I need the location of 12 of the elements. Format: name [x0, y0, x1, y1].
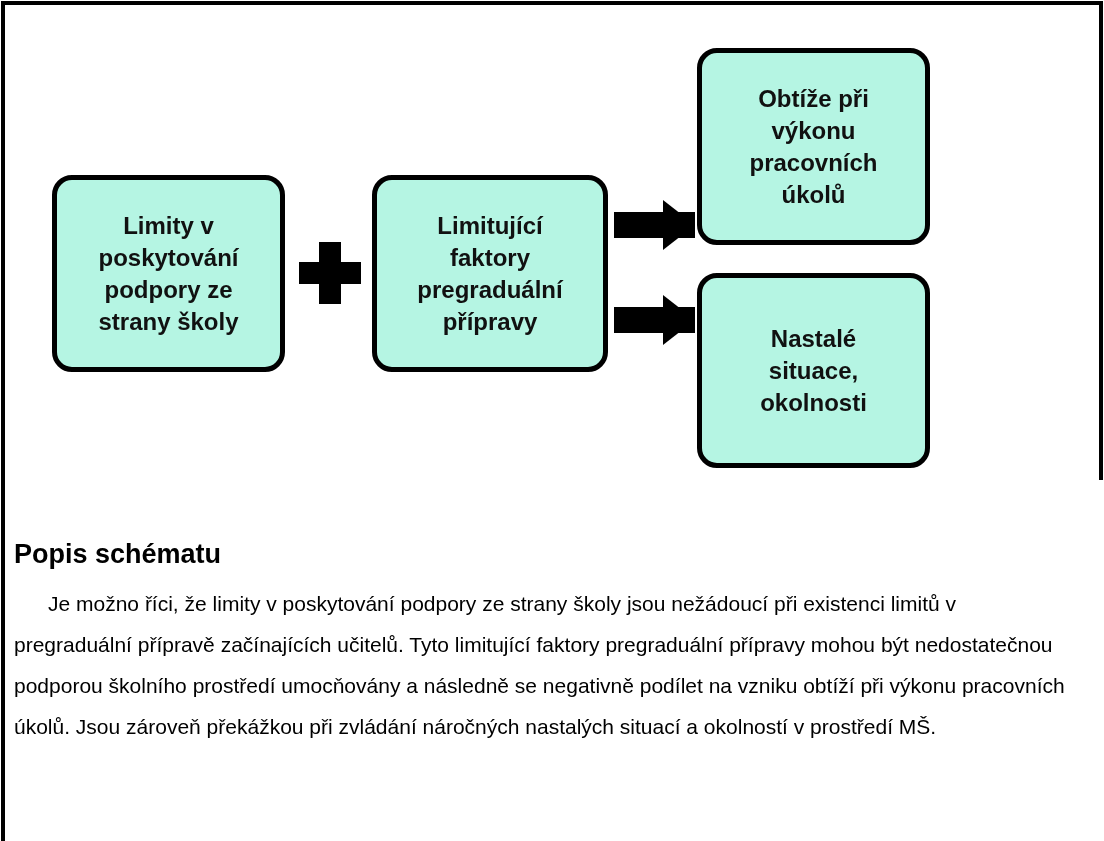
box-text: Limitující faktory pregraduální přípravy — [416, 210, 565, 337]
block-arrow — [614, 200, 695, 250]
process-box — [697, 273, 930, 468]
box-text: Obtíže při výkonu pracovních úkolů — [748, 83, 879, 210]
process-box — [697, 48, 930, 245]
process-box — [372, 175, 608, 372]
section-heading: Popis schématu — [14, 538, 223, 571]
block-arrow — [614, 295, 695, 345]
description-paragraph: Je možno říci, že limity v poskytování podpory ze strany školy jsou nežádoucí při existenci limitů v pregraduální přípravě začínajících učitelů. Tyto limitující faktory pregraduální přípravy mohou být nedostatečnou podporou školního prostředí umocňovány a následně se negativně podílet na vzniku obtíží při výkonu pracovních úkolů. Jsou zároveň překážkou při zvládání náročných nastalých situací a okolností v prostředí MŠ. — [14, 591, 1066, 740]
process-box — [52, 175, 285, 372]
box-text: Nastalé situace, okolnosti — [759, 323, 868, 418]
box-text: Limity v poskytování podpory ze strany školy — [97, 210, 240, 337]
